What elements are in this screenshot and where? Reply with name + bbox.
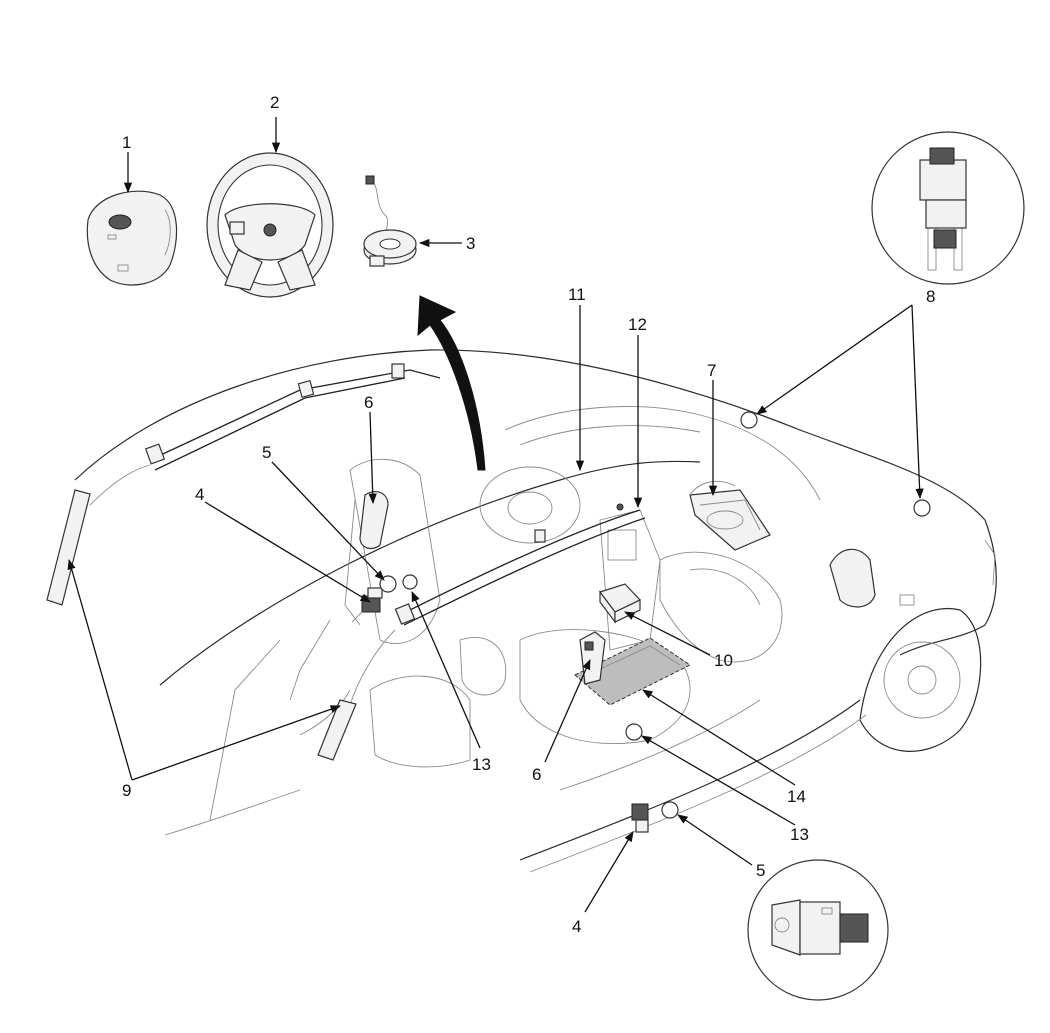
callout-4-top: 4 bbox=[195, 485, 204, 504]
pressure-sensor-circle-b bbox=[402, 574, 418, 590]
rear-sensor-circle bbox=[661, 801, 679, 819]
side-impact-sensor-rear bbox=[631, 803, 649, 833]
driver-airbag-module bbox=[86, 190, 178, 286]
callout-14: 14 bbox=[787, 787, 806, 806]
callout-5-bottom: 5 bbox=[756, 861, 765, 880]
callout-3: 3 bbox=[466, 234, 475, 253]
seatbelt-pretensioner-right bbox=[579, 631, 606, 685]
callout-11: 11 bbox=[568, 285, 586, 304]
steering-wheel bbox=[206, 152, 334, 298]
callout-1: 1 bbox=[122, 133, 131, 152]
sill-sensor-circle bbox=[625, 723, 643, 741]
seatbelt-pretensioner-left bbox=[359, 491, 389, 550]
callout-10: 10 bbox=[714, 651, 733, 670]
callout-13-left: 13 bbox=[472, 755, 491, 774]
callout-6-bottom: 6 bbox=[532, 765, 541, 784]
car-body-outline bbox=[74, 349, 997, 873]
callout-8: 8 bbox=[926, 287, 935, 306]
callout-7: 7 bbox=[707, 361, 716, 380]
callout-12: 12 bbox=[628, 315, 647, 334]
curtain-airbag-right bbox=[317, 503, 646, 761]
callout-2: 2 bbox=[270, 93, 279, 112]
side-sensor-inset bbox=[747, 859, 889, 1001]
srs-control-module bbox=[599, 583, 641, 624]
front-impact-sensor-inset bbox=[871, 131, 1025, 285]
interior-sketch bbox=[289, 406, 821, 791]
callout-13-right: 13 bbox=[790, 825, 809, 844]
passenger-airbag-module bbox=[689, 480, 771, 551]
callout-5-top: 5 bbox=[262, 443, 271, 462]
callout-labels: 1 2 3 4 4 5 5 6 6 7 8 9 10 11 12 13 13 1… bbox=[122, 93, 935, 936]
front-sensor-circle-left bbox=[913, 499, 931, 517]
curtain-airbag-left bbox=[46, 363, 441, 606]
leader-lines bbox=[67, 304, 924, 913]
callout-6-top: 6 bbox=[364, 393, 373, 412]
front-sensor-circle-right bbox=[740, 411, 758, 429]
clock-spring bbox=[363, 175, 417, 267]
removal-direction-arrow bbox=[417, 295, 486, 471]
callout-4-bottom: 4 bbox=[572, 917, 581, 936]
callout-9: 9 bbox=[122, 781, 131, 800]
occupant-classification-sensor bbox=[574, 637, 691, 706]
